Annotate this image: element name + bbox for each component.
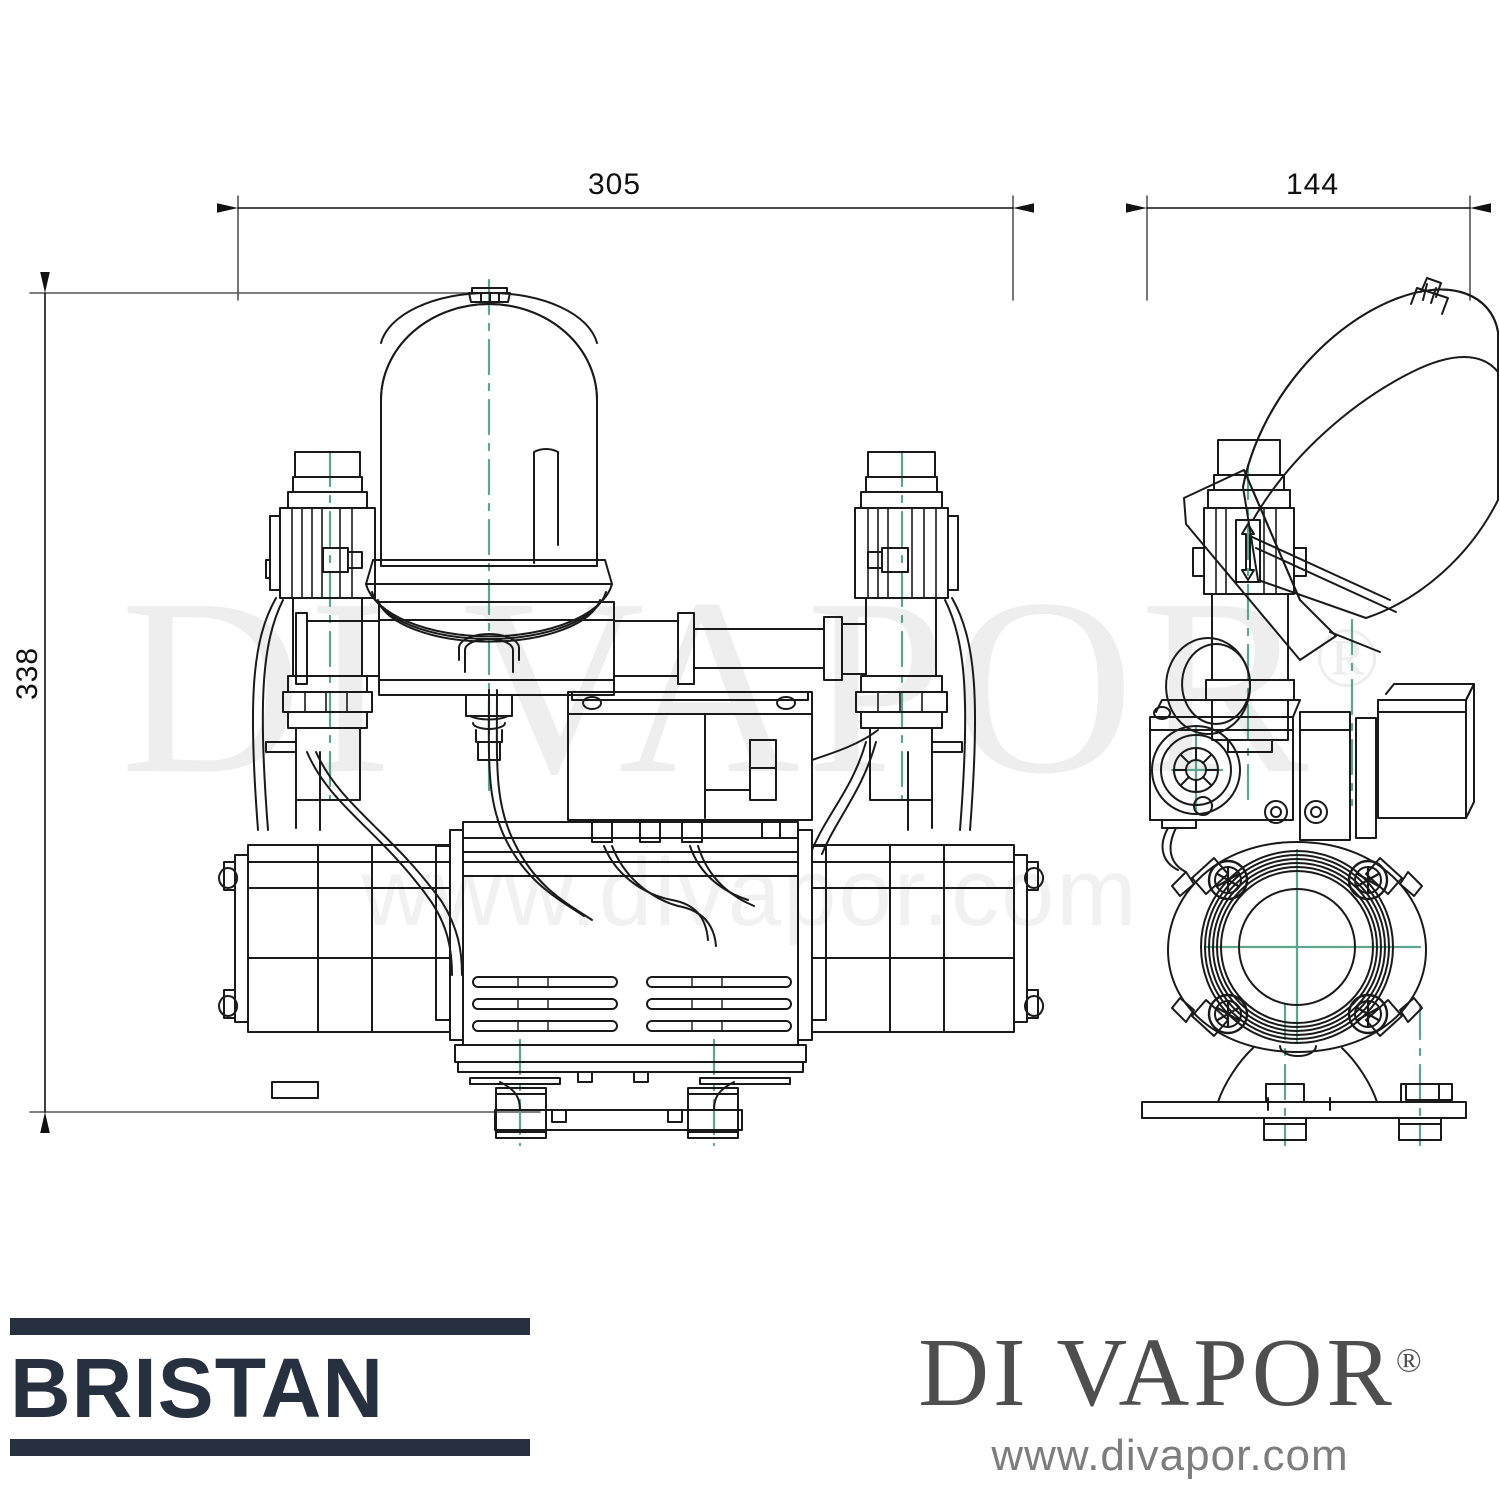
right-valve-assembly	[854, 451, 977, 831]
divapor-logo-text: DI VAPOR	[918, 1319, 1396, 1427]
technical-drawing	[29, 195, 1499, 1147]
dimension-label-width-side: 144	[1286, 168, 1340, 201]
front-elevation-view	[218, 278, 1045, 1147]
left-valve-assembly	[251, 451, 376, 831]
front-centerlines	[328, 278, 904, 1147]
left-pump-body	[218, 844, 451, 1033]
bristan-logo-bar-top	[10, 1318, 530, 1335]
control-box	[567, 691, 813, 843]
side-centerlines	[1246, 463, 1422, 1147]
mounting-base	[454, 1044, 807, 1139]
dimension-label-height-front: 338	[11, 646, 44, 700]
accumulator-vessel	[365, 287, 613, 673]
side-control-housing	[1149, 683, 1475, 873]
divapor-registered-icon: ®	[1395, 1342, 1422, 1380]
dimension-label-width-front: 305	[588, 168, 642, 201]
bristan-logo: BRISTAN	[10, 1318, 530, 1457]
divapor-logo: DI VAPOR® www.divapor.com	[860, 1322, 1480, 1481]
side-mounting-base	[271, 1047, 1467, 1141]
side-motor-face	[1167, 841, 1427, 1057]
manifold-block	[295, 601, 867, 761]
right-pump-body	[811, 844, 1045, 1033]
divapor-url: www.divapor.com	[991, 1430, 1349, 1480]
motor-housing	[435, 821, 827, 1046]
side-elevation-view	[271, 277, 1499, 1147]
bristan-logo-text: BRISTAN	[10, 1341, 385, 1435]
hoses	[306, 689, 879, 976]
side-valve-body	[1165, 439, 1307, 753]
dimension-lines	[29, 195, 1491, 1133]
divapor-logo-text-line: DI VAPOR®	[860, 1322, 1480, 1425]
side-accumulator	[1183, 277, 1499, 661]
bristan-logo-bar-bottom	[10, 1439, 530, 1457]
